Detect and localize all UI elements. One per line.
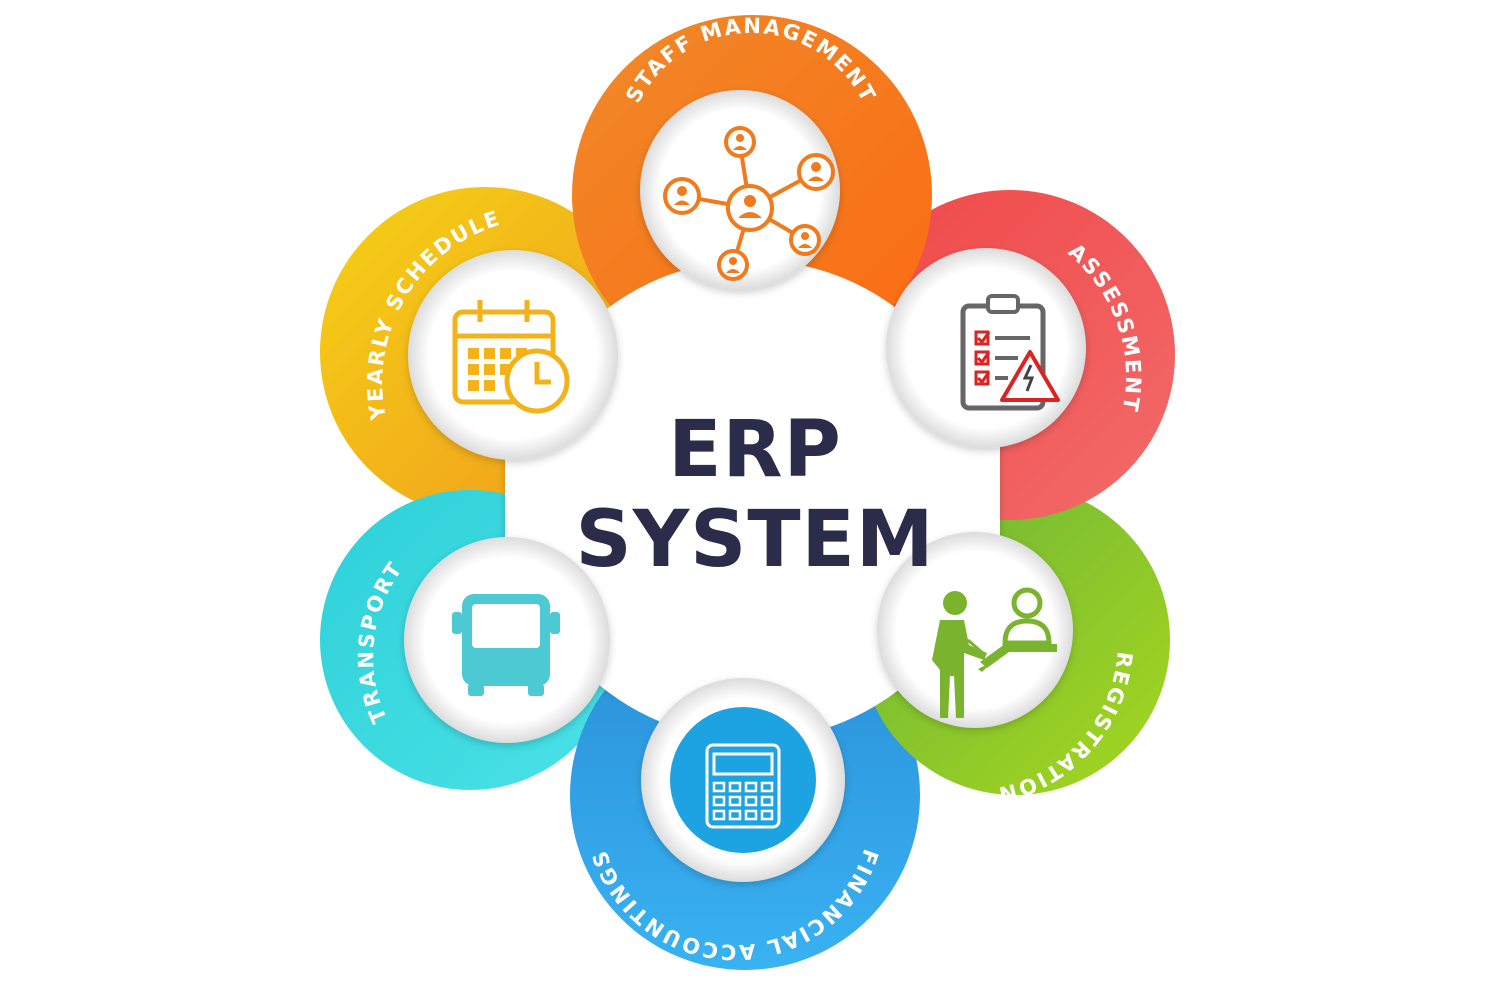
registration-icon-circle [877, 532, 1073, 728]
calendar-clock-icon [452, 300, 570, 414]
center-title-line2: SYSTEM [575, 495, 935, 585]
staff-network-icon [663, 126, 835, 281]
bus-icon [452, 594, 560, 696]
calculator-icon [670, 707, 816, 853]
center-disc [512, 260, 992, 740]
center-title: ERP SYSTEM [560, 405, 950, 585]
yearly-icon-circle [408, 250, 618, 460]
center-title-line1: ERP [668, 405, 842, 495]
clipboard-warning-icon [960, 294, 1060, 411]
registration-desk-icon [932, 587, 1057, 718]
